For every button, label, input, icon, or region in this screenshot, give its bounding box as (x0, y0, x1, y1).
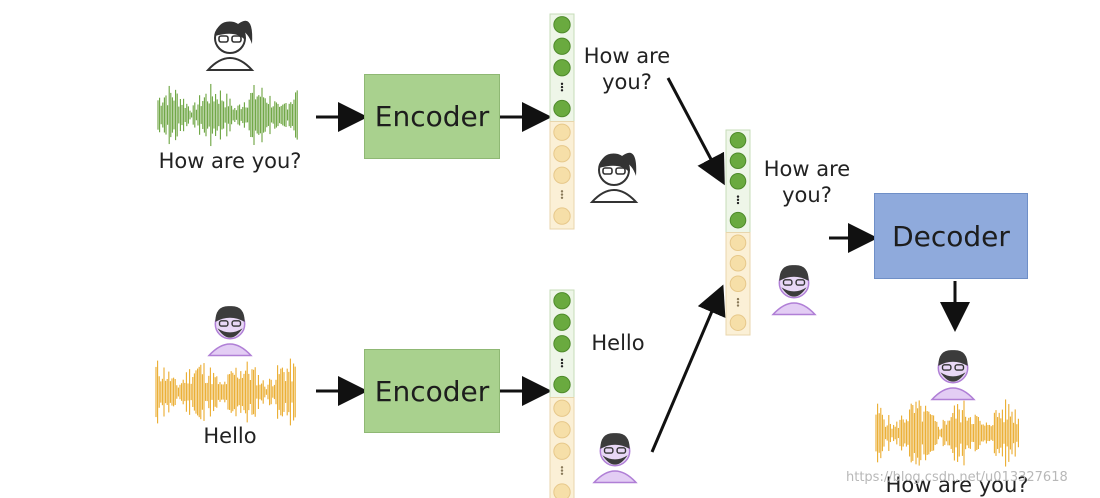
male-avatar-icon (209, 306, 251, 355)
female-avatar-icon (592, 153, 636, 202)
watermark: https://blog.csdn.net/u013327618 (846, 470, 1068, 485)
content-label-top: How are you? (572, 43, 682, 96)
female-avatar-icon (208, 21, 252, 70)
decoder-box: Decoder (874, 193, 1028, 279)
latent-vector-combined (726, 130, 750, 335)
content-label-bottom: Hello (578, 330, 658, 356)
latent-vector-top (550, 14, 574, 229)
input-caption-top: How are you? (140, 148, 320, 174)
speech-waveform-bottom (156, 359, 295, 426)
latent-vector-bottom (550, 290, 574, 498)
content-label-combined: How are you? (752, 156, 862, 209)
speech-waveform-top (158, 84, 297, 146)
encoder-box-bottom: Encoder (364, 349, 500, 433)
arrow-speaker-to-combined (652, 290, 721, 452)
male-avatar-icon (773, 265, 815, 314)
encoder-box-top: Encoder (364, 74, 500, 159)
male-avatar-icon (594, 433, 636, 482)
input-caption-bottom: Hello (170, 423, 290, 449)
speech-waveform-output (876, 399, 1018, 466)
male-avatar-icon (932, 350, 974, 399)
